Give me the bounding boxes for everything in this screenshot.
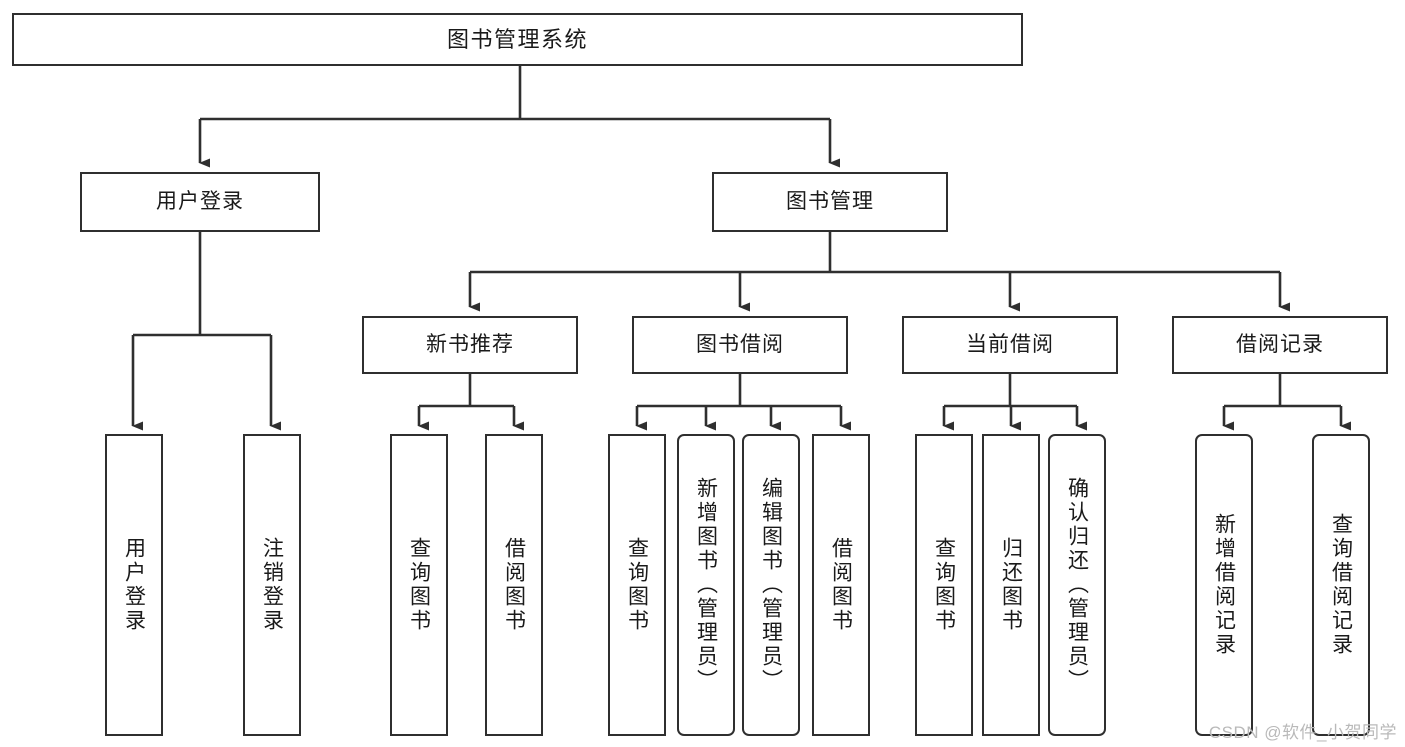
node-label: 查询图书 xyxy=(625,537,649,633)
csdn-watermark: CSDN @软件_小贺同学 xyxy=(1208,723,1397,742)
node-label: 当前借阅 xyxy=(966,332,1054,356)
node-root-book-management-system[interactable]: 图书管理系统 xyxy=(12,13,1023,66)
leaf-borrow-book-borrow[interactable]: 借阅图书 xyxy=(812,434,870,736)
node-label: 编辑图书（管理员） xyxy=(759,477,783,693)
leaf-borrow-book-new-rec[interactable]: 借阅图书 xyxy=(485,434,543,736)
node-label: 确认归还（管理员） xyxy=(1065,477,1089,693)
leaf-query-book-borrow[interactable]: 查询图书 xyxy=(608,434,666,736)
leaf-edit-book-admin[interactable]: 编辑图书（管理员） xyxy=(742,434,800,736)
node-label: 借阅图书 xyxy=(502,537,526,633)
node-label: 用户登录 xyxy=(156,189,244,213)
node-label: 查询图书 xyxy=(932,537,956,633)
node-label: 用户登录 xyxy=(122,537,146,633)
node-label: 新书推荐 xyxy=(426,332,514,356)
node-current-borrow[interactable]: 当前借阅 xyxy=(902,316,1118,374)
node-label: 注销登录 xyxy=(260,537,284,633)
node-borrow-record[interactable]: 借阅记录 xyxy=(1172,316,1388,374)
node-label: 新增借阅记录 xyxy=(1212,513,1236,657)
leaf-logout[interactable]: 注销登录 xyxy=(243,434,301,736)
node-label: 归还图书 xyxy=(999,537,1023,633)
node-label: 图书借阅 xyxy=(696,332,784,356)
node-book-management[interactable]: 图书管理 xyxy=(712,172,948,232)
node-user-login[interactable]: 用户登录 xyxy=(80,172,320,232)
leaf-confirm-return-admin[interactable]: 确认归还（管理员） xyxy=(1048,434,1106,736)
leaf-add-borrow-record[interactable]: 新增借阅记录 xyxy=(1195,434,1253,736)
node-label: 新增图书（管理员） xyxy=(694,477,718,693)
node-label: 查询借阅记录 xyxy=(1329,513,1353,657)
node-label: 图书管理系统 xyxy=(446,26,588,52)
leaf-query-borrow-record[interactable]: 查询借阅记录 xyxy=(1312,434,1370,736)
node-label: 借阅图书 xyxy=(829,537,853,633)
leaf-query-book-current[interactable]: 查询图书 xyxy=(915,434,973,736)
leaf-add-book-admin[interactable]: 新增图书（管理员） xyxy=(677,434,735,736)
leaf-return-book[interactable]: 归还图书 xyxy=(982,434,1040,736)
leaf-query-book-new-rec[interactable]: 查询图书 xyxy=(390,434,448,736)
node-book-borrow[interactable]: 图书借阅 xyxy=(632,316,848,374)
leaf-user-login[interactable]: 用户登录 xyxy=(105,434,163,736)
node-label: 借阅记录 xyxy=(1236,332,1324,356)
node-new-book-recommend[interactable]: 新书推荐 xyxy=(362,316,578,374)
node-label: 图书管理 xyxy=(786,189,874,213)
node-label: 查询图书 xyxy=(407,537,431,633)
